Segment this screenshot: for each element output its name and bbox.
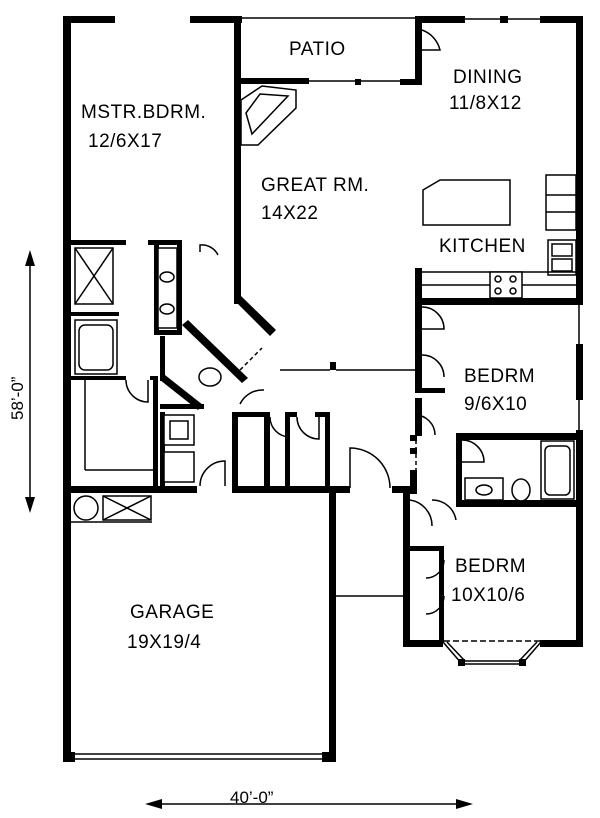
room-labels: PATIO DINING 11/8X12 MSTR.BDRM. 12/6X17 … [81,39,535,653]
patio-label: PATIO [289,39,346,60]
dimension-lines [25,250,473,809]
washer-icon [163,414,195,446]
range-icon [489,271,523,299]
bedroom-2-label: BEDRM [455,556,526,577]
bedroom-1-size: 9/6X10 [464,394,527,415]
master-bedroom-size: 12/6X17 [88,131,162,152]
interior-walls [63,240,583,642]
great-room-size: 14X22 [261,203,318,224]
bedroom-2-size: 10X10/6 [451,585,525,606]
doors [125,29,485,615]
bedroom-1-label: BEDRM [464,366,535,387]
water-heater-icon [73,495,99,521]
width-dimension: 40’-0” [230,788,274,807]
dining-size: 11/8X12 [449,93,522,114]
garage-size: 19X19/4 [127,632,201,653]
hall-tub-icon [540,440,575,500]
master-bedroom-label: MSTR.BDRM. [81,102,206,123]
fixtures [73,85,577,521]
bay-window [442,641,542,666]
vanity-icon [157,247,178,329]
kitchen-label: KITCHEN [439,236,526,257]
garage-label: GARAGE [130,602,214,623]
great-room-label: GREAT RM. [261,175,369,196]
toilet-icon [198,367,222,387]
dryer-icon [163,451,195,483]
kitchen-island-icon [422,179,511,226]
hall-toilet-icon [511,478,531,502]
depth-dimension: 58’-0” [8,376,27,420]
exterior-walls [63,16,583,762]
dimension-labels: 58’-0” 40’-0” [8,376,274,807]
tub-icon [74,319,118,375]
dining-label: DINING [453,67,523,88]
